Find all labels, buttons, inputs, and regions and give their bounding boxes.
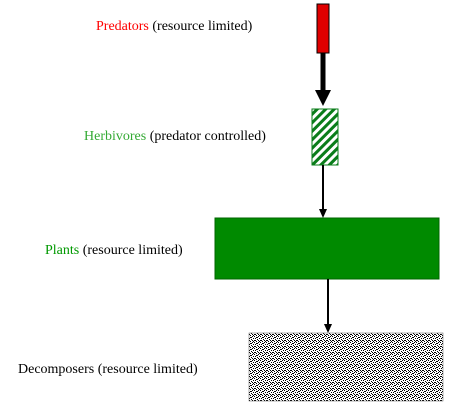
arrow-head-herbivores bbox=[319, 209, 327, 218]
predators-name: Predators bbox=[96, 19, 149, 34]
herbivores-detail: (predator controlled) bbox=[146, 129, 266, 144]
herbivores-label: Herbivores (predator controlled) bbox=[84, 129, 266, 145]
decomposers-label: Decomposers (resource limited) bbox=[18, 362, 198, 378]
arrow-head-predators bbox=[315, 90, 331, 106]
decomposers-name: Decomposers bbox=[18, 362, 95, 377]
predators-label: Predators (resource limited) bbox=[96, 19, 252, 35]
herbivores-box bbox=[311, 108, 339, 166]
decomposers-box bbox=[248, 332, 444, 402]
plants-box bbox=[214, 217, 440, 280]
herbivores-name: Herbivores bbox=[84, 129, 147, 144]
plants-detail: (resource limited) bbox=[79, 243, 183, 258]
predators-detail: (resource limited) bbox=[148, 19, 253, 34]
predators-box bbox=[316, 3, 330, 54]
plants-name: Plants bbox=[45, 243, 80, 258]
decomposers-detail: (resource limited) bbox=[94, 362, 198, 377]
plants-label: Plants (resource limited) bbox=[45, 243, 183, 259]
arrow-head-plants bbox=[324, 324, 332, 333]
